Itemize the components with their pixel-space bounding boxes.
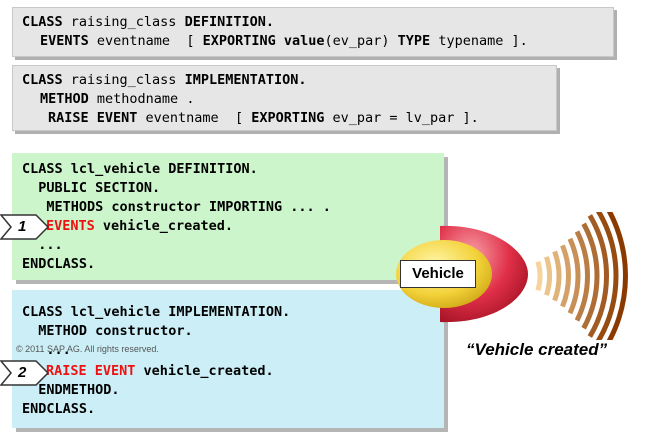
definition-line-events: EVENTS vehicle_created. <box>46 218 233 234</box>
definition-line-endclass: ENDCLASS. <box>22 256 96 272</box>
syntax-definition-line-2: EVENTS eventname [ EXPORTING value(ev_pa… <box>40 33 528 49</box>
step-marker-2: 2 <box>0 360 50 386</box>
event-caption: “Vehicle created” <box>466 340 608 359</box>
implementation-line-endclass: ENDCLASS. <box>22 401 96 417</box>
copyright-notice: © 2011 SAP AG. All rights reserved. <box>16 344 159 354</box>
raise-event-keyword: RAISE EVENT <box>46 363 136 379</box>
implementation-line-raise: RAISE EVENT vehicle_created. <box>46 363 274 379</box>
definition-line-methods: METHODS constructor IMPORTING ... . <box>22 199 331 215</box>
wave-arc <box>544 256 552 296</box>
definition-line-class: CLASS lcl_vehicle DEFINITION. <box>22 161 258 177</box>
wave-arc <box>581 222 600 330</box>
implementation-line-method: METHOD constructor. <box>22 323 193 339</box>
syntax-implementation-box: CLASS raising_class IMPLEMENTATION. METH… <box>12 65 557 131</box>
syntax-implementation-line-1: CLASS raising_class IMPLEMENTATION. <box>22 72 307 88</box>
definition-line-ellipsis: ... <box>22 237 63 253</box>
syntax-definition-box: CLASS raising_class DEFINITION. EVENTS e… <box>12 7 614 57</box>
implementation-line-ellipsis: ... <box>22 342 71 358</box>
wave-arc <box>535 260 543 292</box>
wave-arc <box>574 230 590 322</box>
wave-arc <box>595 212 619 340</box>
event-waves-icon <box>535 212 628 340</box>
wave-arc <box>552 250 562 302</box>
definition-line-public: PUBLIC SECTION. <box>22 180 161 196</box>
syntax-implementation-line-3: RAISE EVENT eventname [ EXPORTING ev_par… <box>48 110 479 126</box>
syntax-definition-line-1: CLASS raising_class DEFINITION. <box>22 14 274 30</box>
wave-arc <box>587 214 609 338</box>
class-implementation-box: CLASS lcl_vehicle IMPLEMENTATION. METHOD… <box>12 290 444 428</box>
step-marker-1: 1 <box>0 214 50 240</box>
events-keyword: EVENTS <box>46 218 95 234</box>
wave-arc <box>606 212 628 340</box>
wave-arc <box>567 237 581 315</box>
wave-arc <box>560 244 571 308</box>
class-definition-box: CLASS lcl_vehicle DEFINITION. PUBLIC SEC… <box>12 153 444 280</box>
syntax-implementation-line-2: METHOD methodname . <box>40 91 195 107</box>
implementation-line-endmethod: ENDMETHOD. <box>22 382 120 398</box>
vehicle-label: Vehicle <box>400 260 476 288</box>
implementation-line-class: CLASS lcl_vehicle IMPLEMENTATION. <box>22 304 291 320</box>
